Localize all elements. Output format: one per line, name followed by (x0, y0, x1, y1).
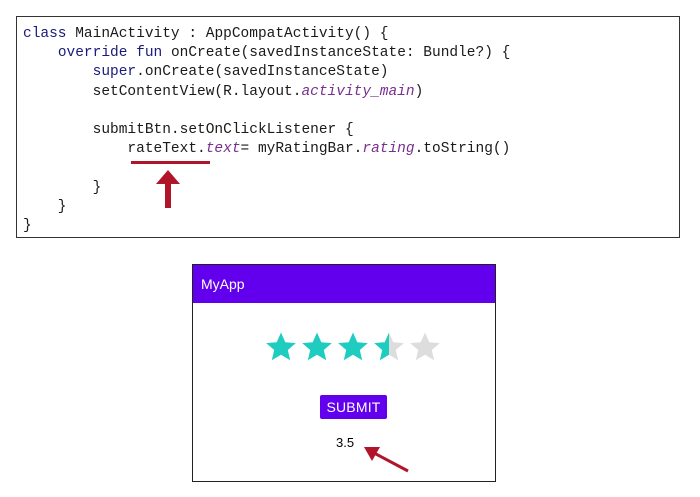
code-token: MainActivity : AppCompatActivity() { (66, 26, 389, 42)
code-line: } (23, 179, 510, 198)
app-bar: MyApp (193, 265, 495, 303)
code-token: } (23, 198, 67, 215)
star-icon[interactable] (337, 331, 369, 363)
code-token: } (23, 217, 32, 234)
code-line: setContentView(R.layout.activity_main) (23, 83, 510, 102)
rating-bar[interactable] (265, 331, 441, 363)
app-preview-window: MyApp SUBMIT 3.5 (192, 264, 496, 482)
code-token: text (205, 141, 241, 158)
code-token: submitBtn.setOnClickListener { (23, 121, 354, 138)
code-line: rateText.text= myRatingBar.rating.toStri… (23, 140, 510, 159)
code-token: } (23, 179, 102, 196)
code-token: fun (136, 45, 163, 62)
code-token: activity_main (301, 83, 415, 100)
rate-text-highlight-underline (131, 161, 210, 164)
code-token: ) (414, 83, 424, 100)
code-line: submitBtn.setOnClickListener { (23, 121, 510, 140)
code-token: override (57, 45, 128, 62)
code-token: = myRatingBar. (240, 141, 363, 158)
star-icon[interactable] (301, 331, 333, 363)
code-token: class (23, 26, 67, 42)
star-icon[interactable] (409, 331, 441, 363)
code-line: } (23, 217, 510, 236)
code-token: rateText. (23, 141, 206, 158)
app-title: MyApp (201, 276, 245, 292)
code-line (23, 102, 510, 121)
code-line (23, 159, 510, 178)
code-line: override fun onCreate(savedInstanceState… (23, 44, 511, 63)
code-token (23, 64, 93, 80)
diagonal-arrow-icon (364, 447, 409, 473)
code-line: class MainActivity : AppCompatActivity()… (23, 25, 510, 44)
rate-text-value: 3.5 (336, 435, 355, 450)
submit-button[interactable]: SUBMIT (320, 395, 387, 419)
star-icon[interactable] (265, 331, 297, 363)
code-token: setContentView(R.layout. (23, 83, 302, 100)
code-token: .onCreate(savedInstanceState) (136, 64, 389, 81)
code-line: } (23, 198, 510, 217)
code-token: .toString() (414, 141, 511, 158)
star-icon[interactable] (373, 331, 405, 363)
code-line: super.onCreate(savedInstanceState) (23, 63, 510, 82)
up-arrow-icon (156, 170, 180, 208)
code-snippet-panel: class MainActivity : AppCompatActivity()… (16, 16, 680, 238)
code-token: onCreate(savedInstanceState: Bundle?) { (162, 45, 511, 62)
code-token: rating (362, 141, 415, 158)
code-token: super (92, 64, 137, 81)
code-token (127, 45, 136, 61)
code-token (23, 45, 58, 61)
kotlin-code-block: class MainActivity : AppCompatActivity()… (23, 25, 510, 236)
